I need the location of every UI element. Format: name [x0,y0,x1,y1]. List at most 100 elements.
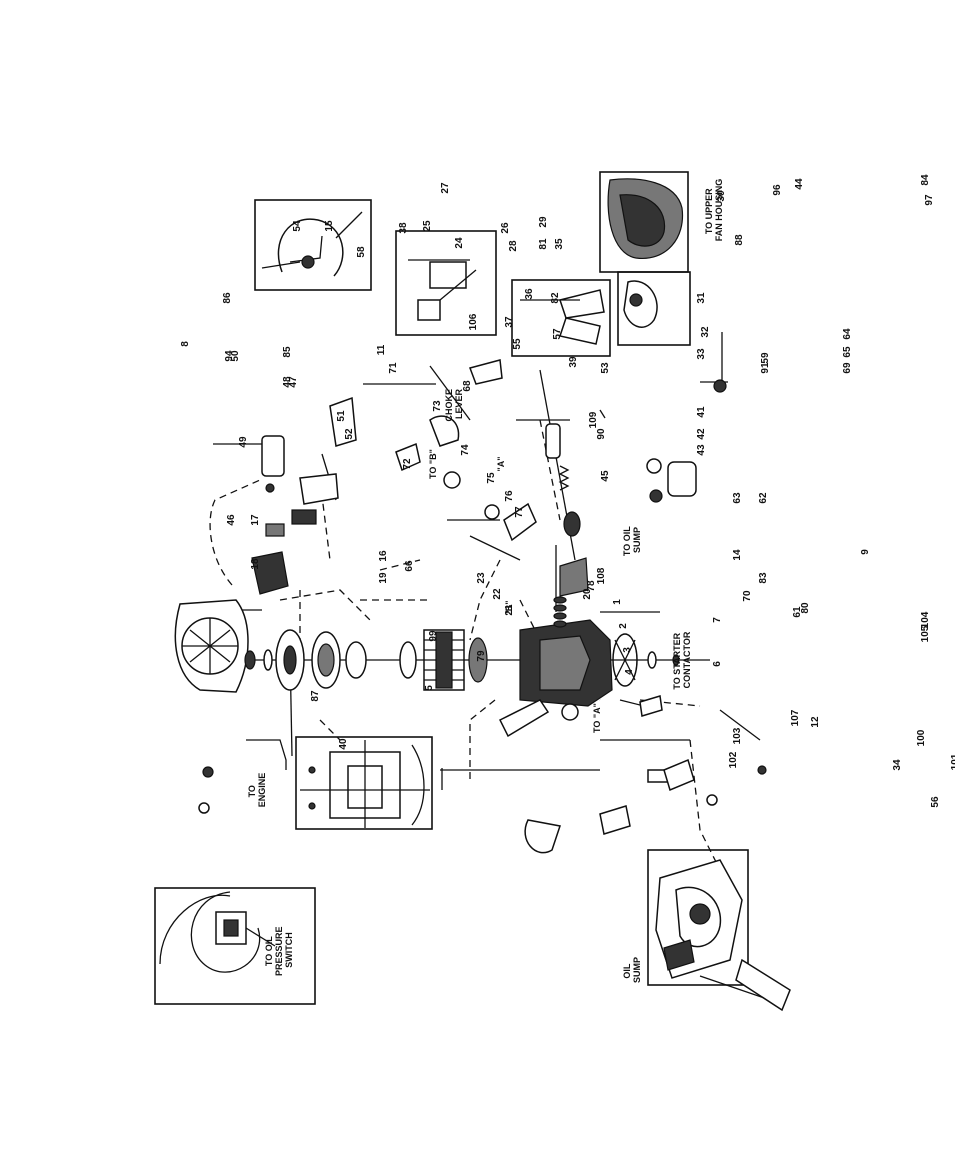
label-ref-a: "A" [496,456,506,471]
inset-oil-sump [647,849,749,986]
part-number-21: 21 [504,604,515,616]
part-number-35: 35 [554,238,565,250]
part-number-94: 94 [224,350,235,362]
part-number-58: 58 [356,246,367,258]
inset-engine-mount [295,736,433,830]
label-to-starter-contactor: TO STARTER CONTACTOR [672,630,692,689]
part-number-62: 62 [758,492,769,504]
part-number-42: 42 [696,428,707,440]
part-number-83: 83 [758,572,769,584]
part-number-24: 24 [454,237,465,249]
choke-linkage-art [408,259,503,385]
part-number-99: 99 [428,630,439,642]
oil-sump-art [655,859,791,1012]
part-number-25: 25 [422,220,433,232]
engine-mount-art [300,740,430,828]
part-number-15: 15 [324,220,335,232]
part-number-30: 30 [716,190,727,202]
part-number-8: 8 [180,341,191,347]
part-number-50: 50 [230,350,241,362]
part-number-47: 47 [288,376,299,388]
part-number-27: 27 [440,182,451,194]
part-number-44: 44 [794,178,805,190]
part-number-109: 109 [588,411,599,428]
part-number-12: 12 [810,716,821,728]
part-number-66: 66 [404,560,415,572]
part-number-81: 81 [538,238,549,250]
part-number-9: 9 [860,549,871,555]
part-number-5: 5 [424,685,435,691]
part-number-54: 54 [292,220,303,232]
part-number-14: 14 [732,549,743,561]
part-number-1: 1 [612,599,623,605]
label-to-oil-pressure-switch: TO OIL PRESSURE SWITCH [264,924,294,976]
part-number-33: 33 [696,348,707,360]
part-number-107: 107 [790,709,801,726]
part-number-11: 11 [376,344,387,355]
part-number-82: 82 [550,292,561,304]
part-number-72: 72 [402,458,413,470]
part-number-45: 45 [600,470,611,482]
part-number-69: 69 [842,362,853,374]
part-number-23: 23 [476,572,487,584]
part-number-96: 96 [772,184,783,196]
label-to-engine: TO ENGINE [247,773,267,808]
inset-fan-housing-bottom [617,271,691,346]
part-number-19: 19 [378,572,389,584]
part-number-53: 53 [600,362,611,374]
part-number-17: 17 [250,514,261,526]
part-number-57: 57 [552,328,563,340]
part-number-52: 52 [344,428,355,440]
part-number-18: 18 [250,558,261,570]
part-number-77: 77 [514,506,525,518]
oil-pressure-switch-art [159,891,276,973]
part-number-32: 32 [700,326,711,338]
inset-governor-spring [254,199,372,291]
part-number-7: 7 [712,617,723,623]
part-number-79: 79 [476,650,487,662]
label-to-b: TO "B" [428,449,438,479]
part-number-75: 75 [486,472,497,484]
part-number-80: 80 [800,602,811,614]
part-number-59: 59 [760,352,771,364]
part-number-88: 88 [734,234,745,246]
part-number-29: 29 [538,216,549,228]
inset-oil-pressure-switch [154,887,316,1005]
part-number-41: 41 [696,406,707,418]
part-number-97: 97 [924,194,935,206]
part-number-16: 16 [378,550,389,562]
inset-choke-linkage [395,230,497,336]
part-number-63: 63 [732,492,743,504]
part-number-3: 3 [622,647,633,653]
part-number-102: 102 [728,751,739,768]
part-number-100: 100 [916,729,927,746]
part-number-22: 22 [492,588,503,600]
part-number-2: 2 [618,623,629,629]
part-number-40: 40 [338,738,349,750]
part-number-64: 64 [842,328,853,340]
label-to-a: TO "A" [592,703,602,733]
part-number-103: 103 [732,727,743,744]
label-to-oil-sump: TO OIL SUMP [622,524,642,556]
part-number-104: 104 [920,611,931,628]
part-number-37: 37 [504,316,515,328]
part-number-39: 39 [568,356,579,368]
part-number-51: 51 [336,410,347,422]
part-number-106: 106 [468,313,479,330]
part-number-76: 76 [504,490,515,502]
part-number-49: 49 [238,436,249,448]
part-number-55: 55 [512,338,523,350]
part-number-84: 84 [920,174,931,186]
part-number-105: 105 [920,625,931,642]
part-number-31: 31 [696,292,707,304]
part-number-71: 71 [388,362,399,374]
part-number-26: 26 [500,222,511,234]
governor-spring-art [261,211,363,277]
part-number-68: 68 [462,380,473,392]
throttle-linkage-art [520,289,605,345]
label-to-upper-fan-housing: TO UPPER FAN HOUSING [704,179,724,242]
part-number-43: 43 [696,444,707,456]
